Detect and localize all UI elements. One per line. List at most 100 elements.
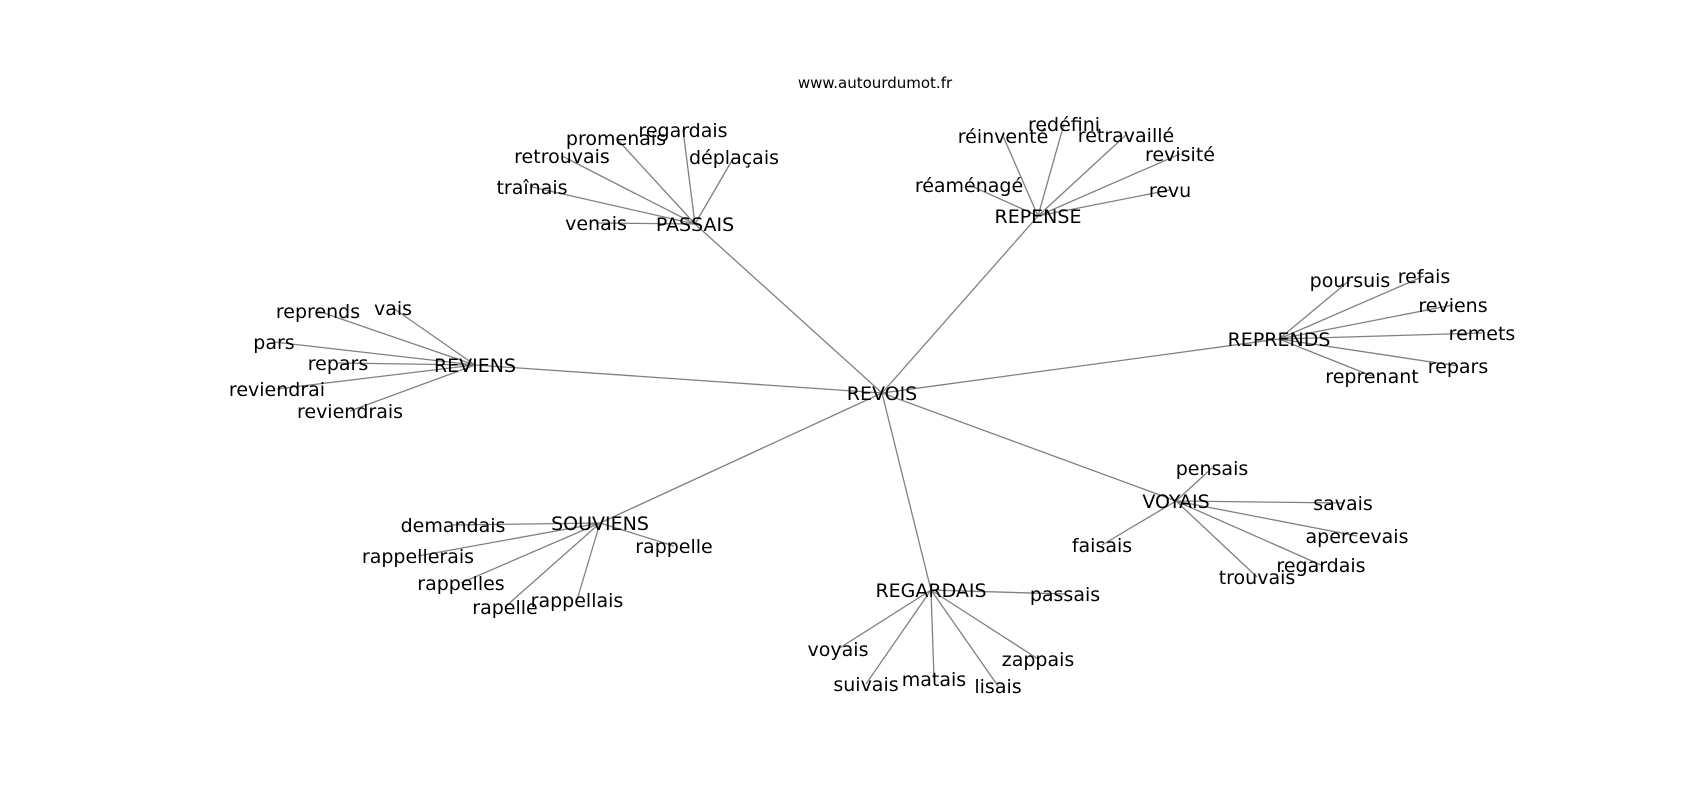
edge-center-voyais (881, 392, 1177, 502)
site-watermark: www.autourdumot.fr (798, 74, 953, 92)
leaf-word[interactable]: reprends (276, 301, 360, 323)
edge-regardais-leaf (930, 589, 1066, 595)
edge-regardais-leaf (930, 589, 999, 687)
leaf-word[interactable]: lisais (974, 676, 1021, 698)
leaf-word[interactable]: reviendrais (297, 401, 403, 423)
leaf-word[interactable]: zappais (1002, 649, 1075, 671)
edge-repense-leaf (968, 184, 1039, 217)
edge-voyais-leaf (1175, 500, 1258, 578)
graph-labels: www.autourdumot.fr REVOIS PASSAIS venais t… (229, 74, 1515, 698)
hub-word-passais[interactable]: PASSAIS (656, 214, 734, 236)
leaf-word[interactable]: traînais (496, 177, 567, 199)
leaf-word[interactable]: revu (1149, 180, 1191, 202)
edge-souviens-leaf (460, 522, 601, 584)
hub-word-regardais[interactable]: REGARDAIS (875, 580, 986, 602)
edge-passais-leaf (561, 155, 696, 225)
graph-edges (273, 123, 1483, 687)
leaf-word[interactable]: retrouvais (514, 146, 610, 168)
leaf-word[interactable]: rapelle (472, 597, 537, 619)
leaf-word[interactable]: reviens (1418, 295, 1487, 317)
center-word[interactable]: REVOIS (847, 383, 918, 405)
leaf-word[interactable]: repars (1428, 356, 1489, 378)
edge-repense-leaf (1037, 134, 1127, 217)
edge-reprends-leaf (1278, 279, 1351, 340)
edge-reprends-leaf (1278, 338, 1373, 377)
hub-word-souviens[interactable]: SOUVIENS (551, 513, 649, 535)
leaf-word[interactable]: reviendrai (229, 379, 325, 401)
leaf-word[interactable]: repars (308, 353, 369, 375)
edge-reviens-leaf (276, 364, 476, 390)
leaf-word[interactable]: pars (253, 332, 294, 354)
edge-regardais-leaf (865, 589, 932, 685)
leaf-word[interactable]: venais (565, 213, 627, 235)
edge-passais-leaf (694, 156, 735, 225)
leaf-word[interactable]: refais (1398, 266, 1451, 288)
edge-reviens-leaf (392, 307, 476, 366)
leaf-word[interactable]: matais (902, 669, 966, 691)
leaf-word[interactable]: pensais (1176, 458, 1249, 480)
leaf-word[interactable]: réaménagé (915, 175, 1023, 197)
edge-center-reviens (474, 364, 883, 394)
edge-center-repense (881, 215, 1039, 394)
edge-souviens-leaf (599, 522, 675, 547)
edge-souviens-leaf (452, 522, 601, 526)
edge-souviens-leaf (576, 522, 601, 601)
edge-voyais-leaf (1175, 500, 1322, 566)
hub-word-repense[interactable]: REPENSE (995, 206, 1082, 228)
edge-voyais-leaf (1101, 500, 1177, 546)
edge-passais-leaf (595, 222, 696, 225)
edge-reviens-leaf (337, 362, 476, 366)
leaf-word[interactable]: trouvais (1219, 567, 1296, 589)
edge-passais-leaf (531, 186, 696, 225)
leaf-word[interactable]: passais (1030, 584, 1100, 606)
edge-reviens-leaf (273, 341, 476, 366)
leaf-word[interactable]: redéfini (1028, 114, 1100, 136)
edge-center-passais (694, 223, 883, 394)
edge-regardais-leaf (930, 589, 935, 680)
leaf-word[interactable]: promenais (566, 128, 666, 150)
edge-regardais-leaf (930, 589, 1039, 660)
edge-regardais-leaf (837, 589, 932, 650)
leaf-word[interactable]: revisité (1145, 144, 1215, 166)
leaf-word[interactable]: reprenant (1325, 366, 1418, 388)
leaf-word[interactable]: regardais (1276, 555, 1365, 577)
edge-repense-leaf (1037, 153, 1181, 217)
edge-repense-leaf (1037, 123, 1065, 217)
edge-reprends-leaf (1278, 275, 1425, 340)
edge-repense-leaf (1037, 189, 1171, 217)
edge-passais-leaf (615, 137, 696, 225)
edge-voyais-leaf (1175, 467, 1213, 502)
leaf-word[interactable]: réinventé (958, 126, 1049, 148)
edge-reviens-leaf (349, 364, 476, 412)
leaf-word[interactable]: apercevais (1306, 526, 1409, 548)
leaf-word[interactable]: regardais (638, 120, 727, 142)
leaf-word[interactable]: demandais (401, 515, 506, 537)
edge-souviens-leaf (504, 522, 601, 608)
leaf-word[interactable]: suivais (833, 674, 898, 696)
hub-word-reprends[interactable]: REPRENDS (1228, 329, 1331, 351)
leaf-word[interactable]: déplaçais (689, 147, 779, 169)
hub-word-voyais[interactable]: VOYAIS (1142, 491, 1209, 513)
edge-passais-leaf (682, 129, 696, 225)
hub-word-reviens[interactable]: REVIENS (434, 355, 516, 377)
edge-center-reprends (881, 338, 1280, 394)
edge-center-souviens (599, 392, 883, 524)
leaf-word[interactable]: retravaillé (1078, 125, 1174, 147)
edge-reprends-leaf (1278, 332, 1483, 340)
edge-center-regardais (881, 392, 932, 591)
leaf-word[interactable]: voyais (808, 639, 869, 661)
leaf-word[interactable]: remets (1449, 323, 1516, 345)
leaf-word[interactable]: savais (1313, 493, 1373, 515)
leaf-word[interactable]: rappellais (531, 590, 624, 612)
edge-reviens-leaf (317, 310, 476, 366)
leaf-word[interactable]: poursuis (1310, 270, 1391, 292)
edge-souviens-leaf (417, 522, 601, 557)
leaf-word[interactable]: rappellerais (362, 546, 474, 568)
edge-voyais-leaf (1175, 500, 1344, 504)
leaf-word[interactable]: rappelles (417, 573, 504, 595)
edge-reprends-leaf (1278, 338, 1459, 367)
leaf-word[interactable]: rappelle (635, 536, 713, 558)
leaf-word[interactable]: vais (374, 298, 412, 320)
leaf-word[interactable]: faisais (1072, 535, 1132, 557)
